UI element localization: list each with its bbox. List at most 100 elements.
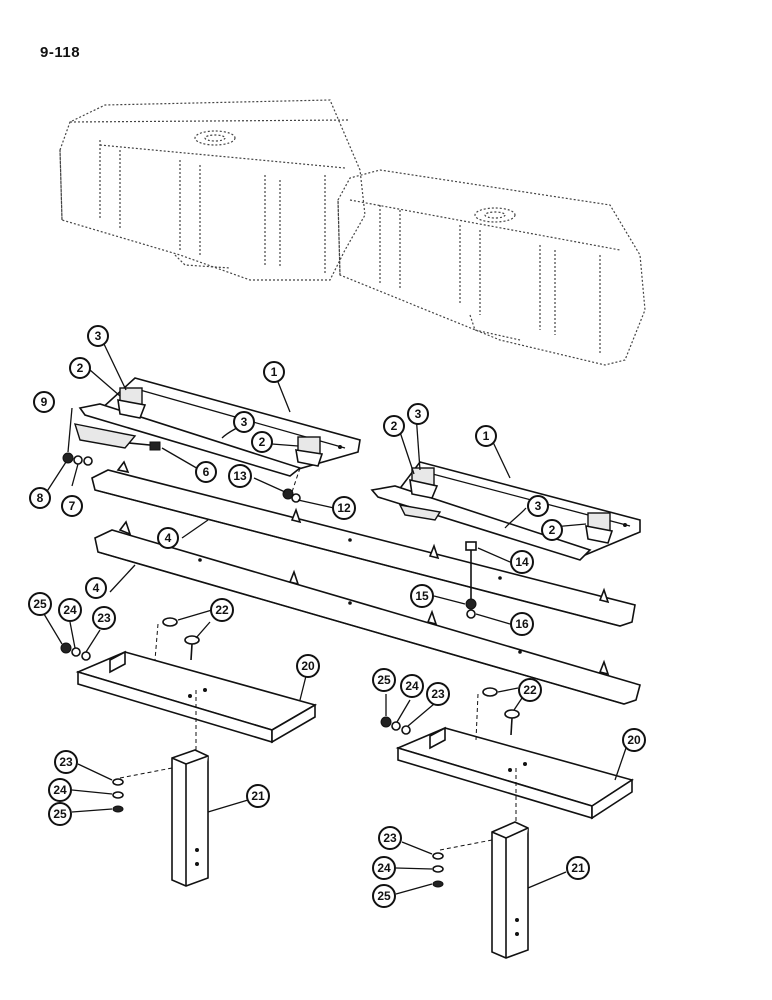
callout-label: 20 [627,733,641,747]
nut-12-13 [282,467,301,503]
clamp-left-front [117,387,147,419]
callout-23: 23 [426,682,450,706]
callout-label: 13 [233,469,247,483]
callout-label: 24 [405,679,419,693]
callout-label: 20 [301,659,315,673]
callout-label: 4 [93,581,100,595]
callout-4: 4 [157,527,179,549]
callout-20: 20 [622,728,646,752]
callout-label: 22 [523,683,537,697]
callout-24: 24 [48,778,72,802]
callout-label: 24 [63,603,77,617]
mounting-plate-left [78,377,361,477]
callout-label: 25 [33,597,47,611]
channel-rail-lower [94,520,641,705]
callout-label: 4 [165,531,172,545]
callout-21: 21 [566,856,590,880]
callout-4: 4 [85,577,107,599]
clamp-right-front [409,467,439,499]
support-leg-left [171,690,209,887]
callout-25: 25 [372,884,396,908]
callout-13: 13 [228,464,252,488]
callout-24: 24 [372,856,396,880]
callout-label: 3 [241,415,248,429]
callout-label: 2 [549,523,556,537]
callout-label: 23 [59,755,73,769]
wedge-left [73,423,137,449]
callout-label: 3 [415,407,422,421]
washers-upper-right [380,716,411,735]
callout-label: 24 [53,783,67,797]
support-tray-right [395,726,634,820]
callout-25: 25 [48,802,72,826]
callout-6: 6 [195,461,217,483]
washer-stack-left [62,452,93,466]
callout-label: 2 [391,419,398,433]
callout-3: 3 [87,325,109,347]
ghost-tank-left [59,99,366,281]
callout-23: 23 [54,750,78,774]
callout-21: 21 [246,784,270,808]
callout-2: 2 [541,519,563,541]
callout-24: 24 [58,598,82,622]
callout-3: 3 [527,495,549,517]
callout-label: 2 [77,361,84,375]
callout-label: 22 [215,603,229,617]
callout-9: 9 [33,391,55,413]
wedge-right [398,504,442,521]
callout-label: 21 [571,861,585,875]
callout-25: 25 [372,668,396,692]
callout-15: 15 [410,584,434,608]
callout-label: 9 [41,395,48,409]
washers-upper-left [60,642,91,661]
callout-1: 1 [263,361,285,383]
callout-3: 3 [407,403,429,425]
callout-label: 6 [203,465,210,479]
callout-label: 7 [69,499,76,513]
callout-label: 24 [377,861,391,875]
callout-25: 25 [28,592,52,616]
callout-label: 16 [515,617,529,631]
page-number: 9-118 [40,44,81,61]
bolt-14-assembly [465,541,477,619]
callout-label: 25 [53,807,67,821]
callout-24: 24 [400,674,424,698]
bolts-22-left [154,617,200,661]
callout-12: 12 [332,496,356,520]
callout-label: 3 [95,329,102,343]
callout-label: 23 [97,611,111,625]
callout-2: 2 [251,431,273,453]
clamp-left-rear [295,436,324,467]
bolts-22-right [475,687,520,741]
callout-label: 1 [271,365,278,379]
washers-lower-left [112,767,173,813]
callout-23: 23 [378,826,402,850]
callout-label: 23 [383,831,397,845]
callout-2: 2 [69,357,91,379]
callout-label: 15 [415,589,429,603]
callout-label: 25 [377,673,391,687]
callout-23: 23 [92,606,116,630]
callout-20: 20 [296,654,320,678]
callout-label: 2 [259,435,266,449]
callout-label: 14 [515,555,529,569]
callout-1: 1 [475,425,497,447]
ghost-tank-right [337,169,646,366]
clamp-right-rear [585,512,614,544]
callout-8: 8 [29,487,51,509]
callout-label: 23 [431,687,445,701]
callout-22: 22 [210,598,234,622]
callout-label: 25 [377,889,391,903]
callout-2: 2 [383,415,405,437]
callout-label: 21 [251,789,265,803]
callout-label: 12 [337,501,351,515]
support-leg-right [491,768,529,959]
callout-16: 16 [510,612,534,636]
callout-7: 7 [61,495,83,517]
channel-rail-upper [91,460,636,627]
callout-label: 3 [535,499,542,513]
callout-14: 14 [510,550,534,574]
callout-label: 8 [37,491,44,505]
washers-lower-right [432,839,493,888]
